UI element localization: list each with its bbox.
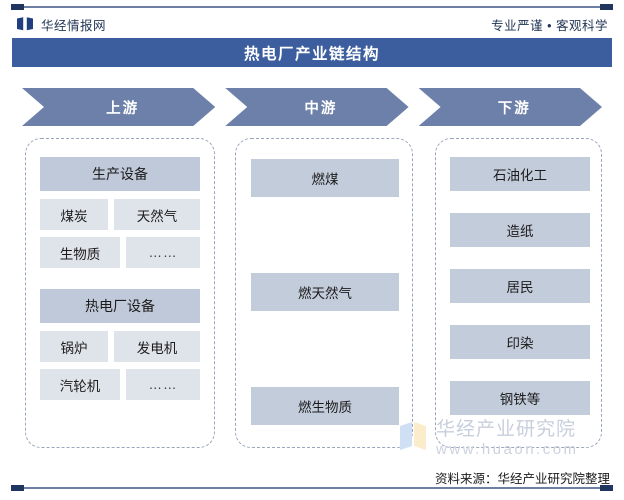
downstream-item-residential: 居民 bbox=[450, 269, 590, 303]
stage-arrow-upstream: 上游 bbox=[22, 88, 215, 126]
upstream-item-more-1: …… bbox=[126, 237, 200, 268]
downstream-item-petrochemical: 石油化工 bbox=[450, 157, 590, 191]
midstream-item-coal-fired: 燃煤 bbox=[251, 159, 399, 197]
upstream-group-heading-power-plant-equipment: 热电厂设备 bbox=[40, 289, 200, 323]
brand-name: 华经情报网 bbox=[41, 18, 107, 33]
page-title: 热电厂产业链结构 bbox=[243, 45, 380, 63]
downstream-item-papermaking: 造纸 bbox=[450, 213, 590, 247]
upstream-item-more-2: …… bbox=[126, 369, 200, 400]
bottom-divider-rule bbox=[11, 485, 613, 491]
upstream-item-coal: 煤炭 bbox=[40, 199, 108, 230]
downstream-item-printing-dyeing: 印染 bbox=[450, 325, 590, 359]
top-divider-rule bbox=[11, 4, 613, 10]
stage-columns: 生产设备 煤炭 天然气 生物质 …… 热电厂设备 锅炉 发电机 汽轮机 …… 燃… bbox=[22, 138, 602, 448]
stage-arrow-midstream: 中游 bbox=[225, 88, 408, 126]
upstream-item-generator: 发电机 bbox=[114, 331, 200, 362]
column-downstream: 石油化工 造纸 居民 印染 钢铁等 bbox=[435, 138, 602, 448]
midstream-item-biomass-fired: 燃生物质 bbox=[251, 387, 399, 425]
upstream-group-heading-production-equipment: 生产设备 bbox=[40, 157, 200, 191]
column-upstream: 生产设备 煤炭 天然气 生物质 …… 热电厂设备 锅炉 发电机 汽轮机 …… bbox=[25, 138, 215, 448]
stage-arrow-midstream-label: 中游 bbox=[304, 100, 338, 117]
stage-arrow-upstream-label: 上游 bbox=[106, 100, 140, 117]
upstream-item-natural-gas: 天然气 bbox=[114, 199, 200, 230]
source-note: 资料来源：华经产业研究院整理 bbox=[434, 472, 610, 486]
upstream-item-biomass: 生物质 bbox=[40, 237, 120, 268]
midstream-item-gas-fired: 燃天然气 bbox=[251, 273, 399, 311]
brand: 华经情报网 bbox=[16, 15, 106, 34]
chart-title-bar: 热电厂产业链结构 bbox=[12, 38, 612, 67]
upstream-item-steam-turbine: 汽轮机 bbox=[40, 369, 120, 400]
upstream-item-boiler: 锅炉 bbox=[40, 331, 108, 362]
stage-arrow-downstream-label: 下游 bbox=[497, 100, 531, 117]
header-tagline: 专业严谨 • 客观科学 bbox=[491, 18, 608, 33]
page-header: 华经情报网 专业严谨 • 客观科学 bbox=[0, 10, 624, 38]
stage-arrow-row: 上游 中游 下游 bbox=[22, 88, 602, 126]
open-book-icon bbox=[17, 17, 33, 31]
stage-arrow-downstream: 下游 bbox=[419, 88, 602, 126]
downstream-item-steel-etc: 钢铁等 bbox=[450, 381, 590, 415]
column-midstream: 燃煤 燃天然气 燃生物质 bbox=[235, 138, 413, 448]
